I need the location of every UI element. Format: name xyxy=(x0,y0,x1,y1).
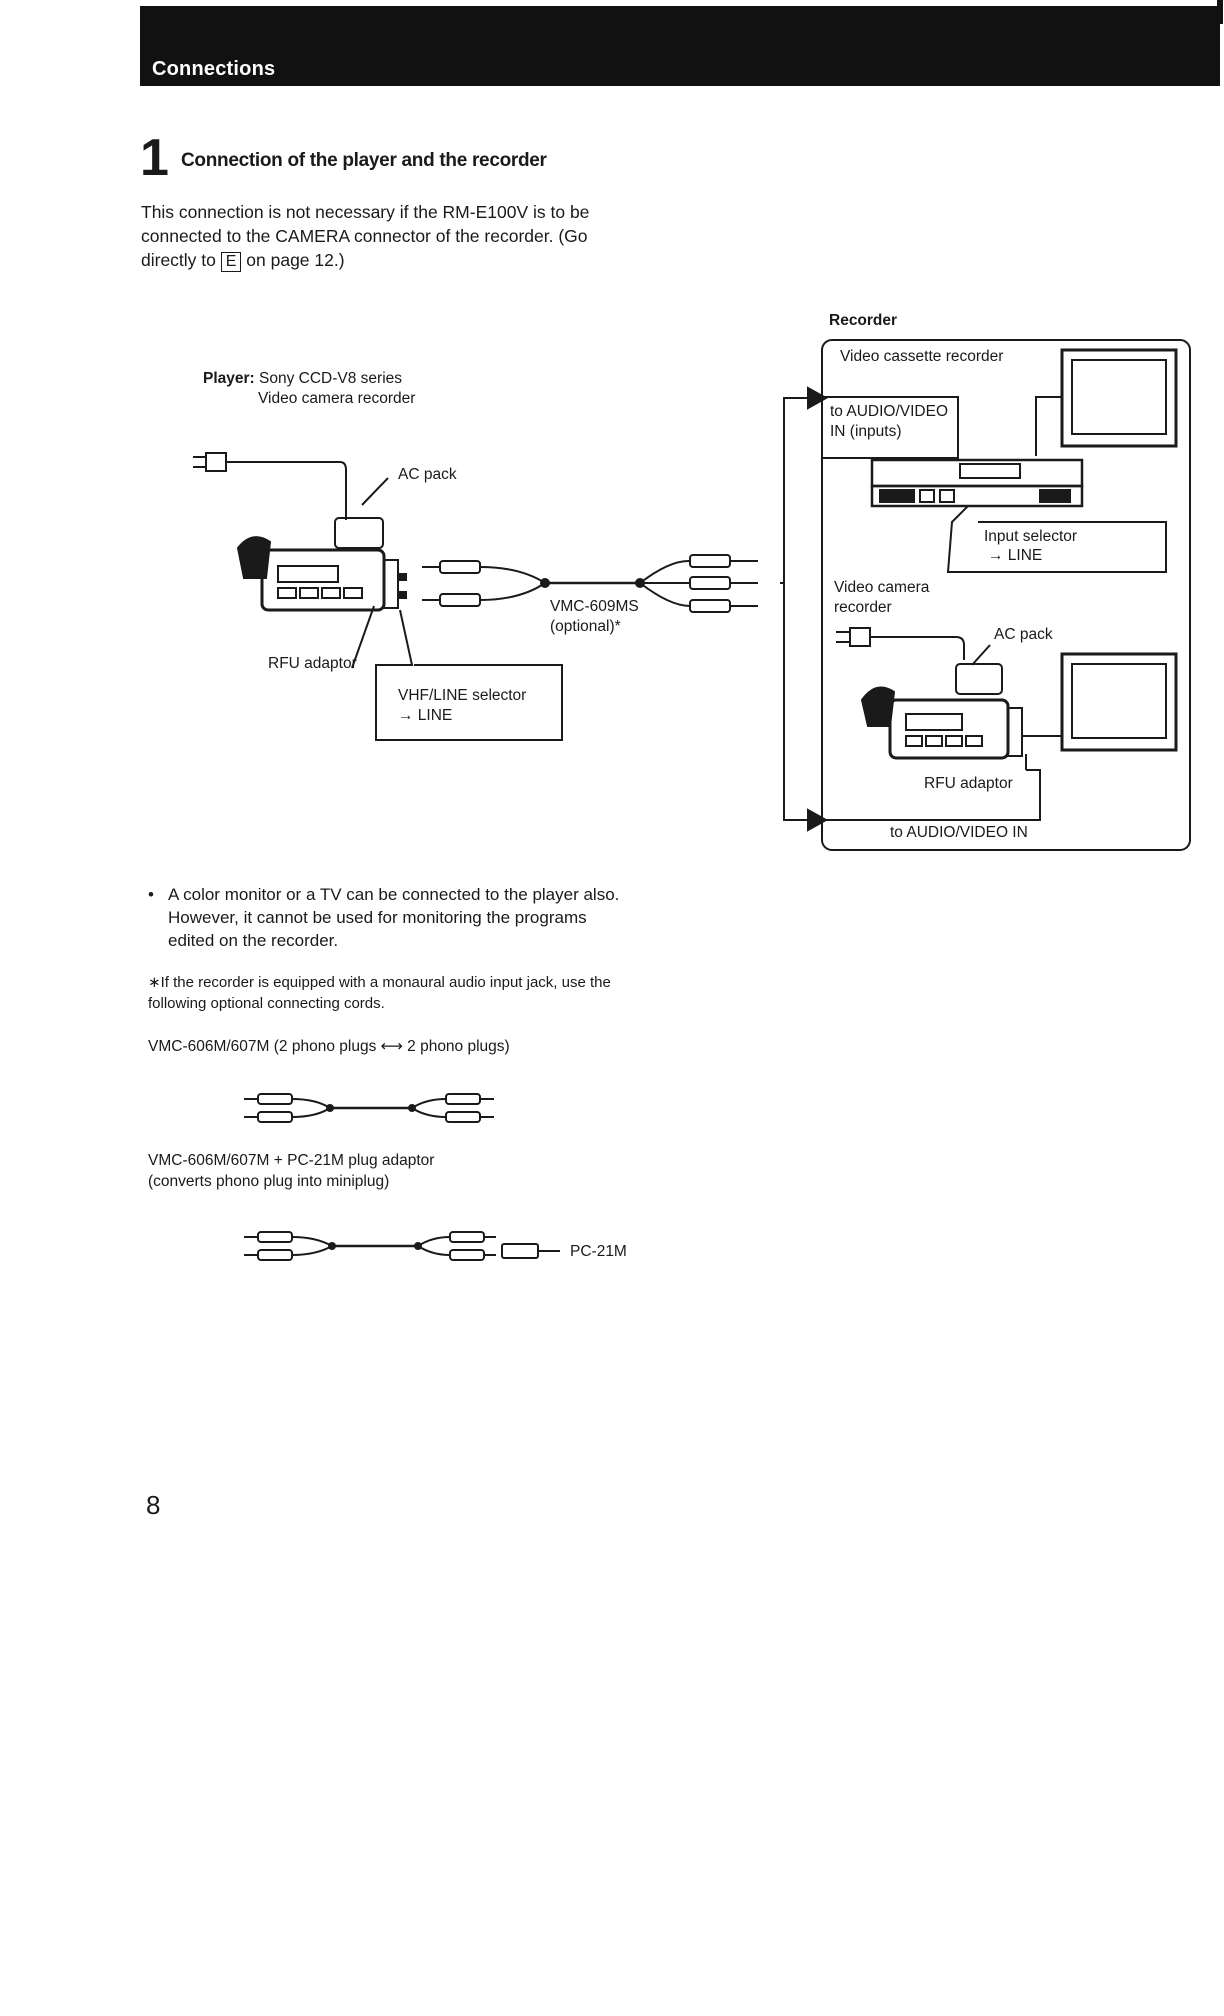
route-to-camera-recorder xyxy=(783,583,810,821)
boxed-section-ref: E xyxy=(220,252,242,272)
input-selector-callout xyxy=(946,505,1167,573)
ac-pack-leader xyxy=(361,477,389,506)
vhf-line-selector-value: → LINE xyxy=(398,707,453,724)
cord2-line1: VMC-606M/607M + PC-21M plug adaptor xyxy=(148,1152,435,1169)
left-phono-plugs-icon xyxy=(422,560,481,607)
recorder-heading: Recorder xyxy=(829,312,898,329)
rfu-leader xyxy=(351,605,375,669)
player-jack-1 xyxy=(397,573,407,581)
ac-pack-2-leader xyxy=(971,644,991,666)
section-number: 1 xyxy=(140,129,169,187)
vcr-input-callout xyxy=(822,396,959,459)
cable-left-top xyxy=(479,566,546,584)
video-camera-recorder-line1: Video camera xyxy=(834,579,930,596)
cord2-line2: (converts phono plug into miniplug) xyxy=(148,1173,390,1190)
player-description: Video camera recorder xyxy=(258,390,416,407)
ac-pack-label: AC pack xyxy=(398,466,457,483)
bullet-dot: • xyxy=(148,885,154,904)
intro-text-pre: This connection is not necessary if the … xyxy=(141,202,590,270)
rfu-2-route xyxy=(822,769,1041,821)
pc21m-label: PC-21M xyxy=(570,1243,627,1260)
right-phono-plugs-icon xyxy=(689,554,758,613)
arrow-to-camera-recorder-icon xyxy=(807,808,829,832)
recorder-power-plug-icon xyxy=(836,627,871,647)
player-power-cord xyxy=(226,461,347,520)
video-camera-recorder-line2: recorder xyxy=(834,599,892,616)
vcr-label: Video cassette recorder xyxy=(840,348,1004,365)
edge-mark xyxy=(1217,0,1223,24)
player-model: Sony CCD-V8 series xyxy=(259,370,403,387)
tv-monitor-bottom-icon xyxy=(1060,652,1178,752)
player-lens-hood-icon xyxy=(236,536,272,579)
section-header-label: Connections xyxy=(152,58,276,80)
recorder-lens-hood-icon xyxy=(860,686,896,727)
player-caption: Player: Sony CCD-V8 series xyxy=(203,369,402,389)
to-av-in-label: to AUDIO/VIDEO IN xyxy=(890,824,1028,841)
player-power-plug-icon xyxy=(193,452,227,472)
intro-paragraph: This connection is not necessary if the … xyxy=(141,200,641,272)
recorder-frame xyxy=(821,339,1191,851)
player-camera-icon xyxy=(260,517,399,612)
cable-right-bottom xyxy=(639,582,691,607)
cable-right-top xyxy=(639,559,691,584)
optional-cord-2-icon xyxy=(244,1231,560,1261)
cord2-caption: VMC-606M/607M + PC-21M plug adaptor (con… xyxy=(148,1150,434,1192)
section-title: Connection of the player and the recorde… xyxy=(181,150,547,171)
vhf-line-selector-label: VHF/LINE selector xyxy=(398,687,527,704)
input-selector-label: Input selector xyxy=(984,528,1078,545)
intro-text-post: on page 12.) xyxy=(241,250,345,270)
to-av-in-inputs-line2: IN (inputs) xyxy=(830,423,902,440)
player-label: Player: xyxy=(203,370,255,387)
cable-name-label: VMC-609MS xyxy=(550,598,639,615)
bullet-note: • A color monitor or a TV can be connect… xyxy=(148,883,628,952)
tv-monitor-top-icon xyxy=(1060,348,1178,448)
cord1-caption: VMC-606M/607M (2 phono plugs ⟷ 2 phono p… xyxy=(148,1038,510,1055)
cable-left-bottom xyxy=(479,582,546,601)
arrow-to-vcr-icon xyxy=(807,386,829,410)
vcr-icon xyxy=(870,458,1084,508)
recorder-camera-icon xyxy=(888,663,1023,760)
header-bar xyxy=(140,6,1220,86)
ac-pack-2-label: AC pack xyxy=(994,626,1053,643)
rfu-adaptor-2-label: RFU adaptor xyxy=(924,775,1013,792)
vhf-line-selector-callout xyxy=(375,609,563,741)
player-jack-2 xyxy=(397,591,407,599)
bullet-text: A color monitor or a TV can be connected… xyxy=(168,885,620,950)
optional-cord-1-icon xyxy=(244,1093,494,1123)
page-number: 8 xyxy=(146,1490,161,1520)
vcr-to-tv-cord xyxy=(1035,396,1062,456)
route-to-vcr xyxy=(780,397,810,584)
rfu-adaptor-label: RFU adaptor xyxy=(268,655,357,672)
to-av-in-inputs-line1: to AUDIO/VIDEO xyxy=(830,403,949,420)
cable-joint-left xyxy=(540,578,550,588)
input-selector-value: → LINE xyxy=(988,547,1043,564)
cable-note-label: (optional)* xyxy=(550,618,621,635)
recorder-power-cord xyxy=(870,636,965,660)
footnote: ∗If the recorder is equipped with a mona… xyxy=(148,974,611,1012)
